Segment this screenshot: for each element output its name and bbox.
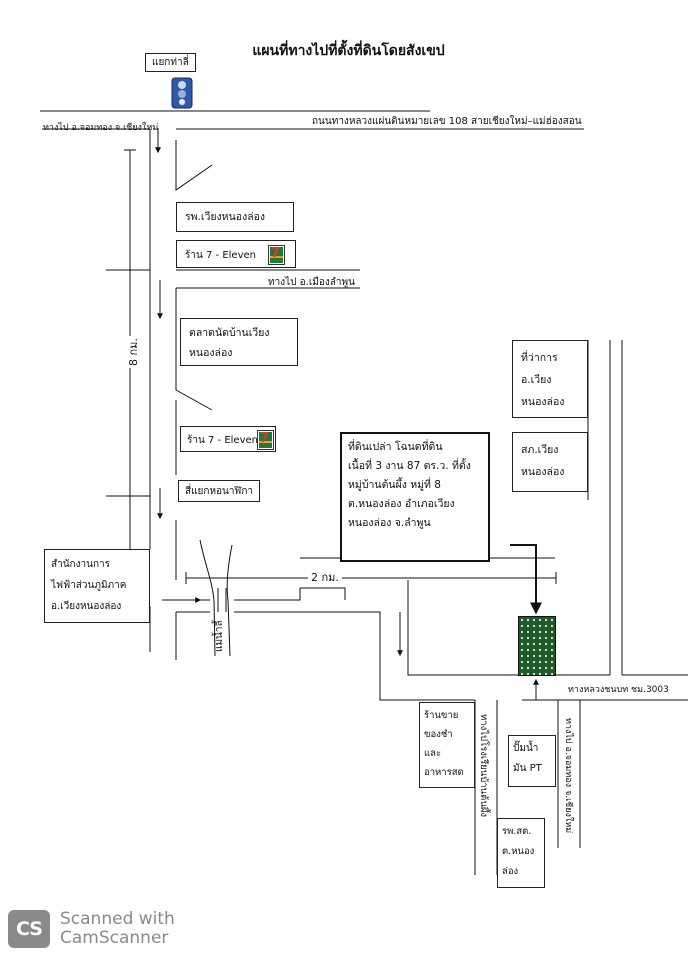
grocery-box: ร้านขาย ของชำ และ อาหารสด [419, 702, 475, 788]
river-bank-2 [226, 544, 233, 657]
seven-eleven-1-label: ร้าน 7 - Eleven [185, 250, 256, 261]
junction-label: แยกท่าลี่ [145, 53, 196, 72]
camscanner-text: Scanned with CamScanner [60, 909, 175, 948]
seven-eleven-1-box: ร้าน 7 - Eleven 7 [176, 240, 296, 268]
land-info-line: ที่ดินเปล่า โฉนดที่ดิน [348, 441, 443, 453]
land-road-bottom-2 [300, 587, 346, 600]
health-center-box: รพ.สต. ต.หนอง ล่อง [497, 818, 545, 888]
police-station-box: สภ.เวียง หนองล่อง [512, 432, 588, 492]
river-road-lower-r [234, 611, 475, 701]
land-info-line: เนื้อที่ 3 งาน 87 ตร.ว. ที่ตั้ง [348, 460, 471, 472]
land-info-line: หมู่บ้านต้นผึ้ง หมู่ที่ 8 [348, 479, 441, 491]
pea-office-box: สำนักงานการ ไฟฟ้าส่วนภูมิภาค อ.เวียงหนอง… [44, 549, 150, 623]
seven-eleven-2-label: ร้าน 7 - Eleven [187, 435, 258, 446]
distance-2km-label: 2 กม. [308, 571, 342, 584]
highway-108-label: ถนนทางหลวงแผ่นดินหมายเลข 108 สายเชียงใหม… [312, 116, 582, 127]
land-info-line: หนองล่อง จ.ลำพูน [348, 517, 431, 529]
seven-eleven-logo-icon: 7 [258, 431, 273, 449]
main-road-right-edge-2 [175, 288, 213, 411]
seven-eleven-2-box: ร้าน 7 - Eleven 7 [180, 426, 276, 452]
traffic-light-icon [171, 77, 193, 109]
to-lamphun-label: ทางไป อ.เมืองลำพูน [268, 277, 355, 288]
rural-road-label: ทางหลวงชนบท ชม.3003 [568, 685, 669, 695]
arrow-info-to-land [510, 544, 542, 615]
lower-road-edge [407, 580, 520, 676]
to-chomthong-label: ทางไป อ.จอมทอง จ.เชียงใหม่ [43, 123, 159, 133]
land-info-box: ที่ดินเปล่า โฉนดที่ดิน เนื้อที่ 3 งาน 87… [340, 432, 490, 562]
district-office-box: ที่ว่าการ อ.เวียง หนองล่อง [512, 340, 588, 418]
hospital-box: รพ.เวียงหนองล่อง [176, 202, 294, 232]
gas-station-box: ปั๊มน้ำ มัน PT [508, 735, 556, 787]
river-label: แม่น้ำลี้ [214, 620, 225, 652]
to-school-label: ทางไปโรงเรียนบ้านต้นผึ้ง [478, 714, 489, 818]
clock-tower-intersection-box: สี่แยกหอนาฬิกา [178, 480, 260, 502]
land-parcel [518, 616, 556, 676]
distance-8km-label: 8 กม. [124, 336, 142, 368]
to-chiangmai-road-label: ทางไป อ.จอมทอง จ.เชียงใหม่ [563, 718, 573, 834]
camscanner-logo-icon: CS [8, 910, 50, 948]
map-title: แผนที่ทางไปที่ตั้งที่ดินโดยสังเขป [252, 43, 445, 59]
seven-eleven-logo-icon: 7 [269, 246, 284, 264]
main-road-right-edge-1 [175, 140, 213, 191]
market-box: ตลาดนัดบ้านเวียง หนองล่อง [180, 318, 298, 366]
river-road-upper-r [234, 588, 301, 601]
land-info-line: ต.หนองล่อง อำเภอเวียง [348, 498, 455, 510]
river-bank-1 [199, 539, 216, 657]
